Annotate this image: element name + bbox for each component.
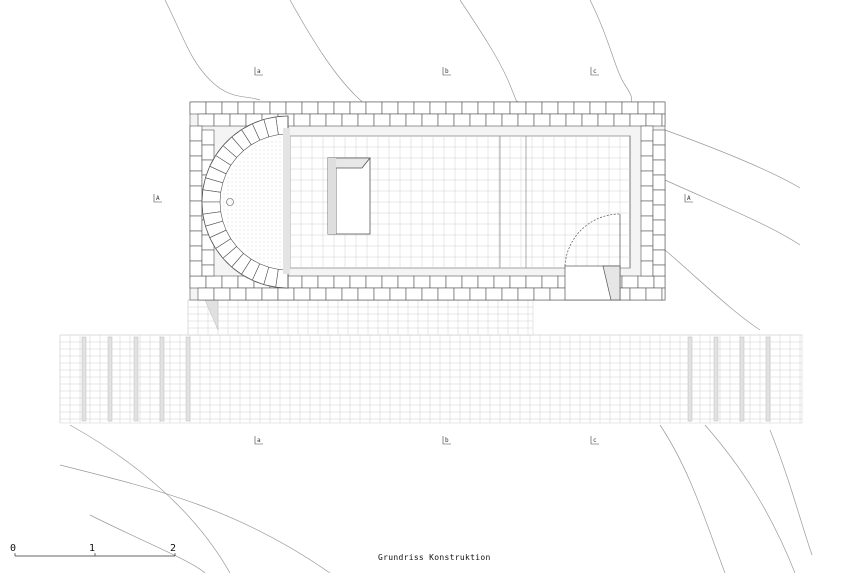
- section-marker-right-A: A: [684, 194, 693, 203]
- drawing-caption: Grundriss Konstruktion: [378, 553, 491, 562]
- section-marker-bottom-a: a: [254, 436, 263, 445]
- apse-semicircle: [201, 115, 290, 289]
- scale-label-2: 2: [170, 543, 176, 554]
- svg-text:a: a: [257, 437, 261, 444]
- svg-text:b: b: [445, 437, 449, 444]
- section-marker-top-a: a: [254, 67, 263, 76]
- section-marker-left-A: A: [153, 194, 162, 203]
- section-marker-bottom-b: b: [442, 436, 451, 445]
- svg-text:c: c: [593, 437, 597, 444]
- svg-text:a: a: [257, 68, 261, 75]
- svg-text:c: c: [593, 68, 597, 75]
- central-block: [327, 157, 371, 235]
- scale-label-0: 0: [10, 543, 16, 554]
- section-marker-bottom-c: c: [590, 436, 599, 445]
- scale-label-1: 1: [89, 543, 95, 554]
- svg-text:b: b: [445, 68, 449, 75]
- section-marker-top-c: c: [590, 67, 599, 76]
- platform-grid: [59, 299, 803, 424]
- door-opening: [564, 213, 621, 301]
- svg-text:A: A: [156, 195, 160, 202]
- terrain-contours: [59, 0, 813, 573]
- svg-text:A: A: [687, 195, 691, 202]
- scale-bar: [14, 553, 176, 557]
- section-marker-top-b: b: [442, 67, 451, 76]
